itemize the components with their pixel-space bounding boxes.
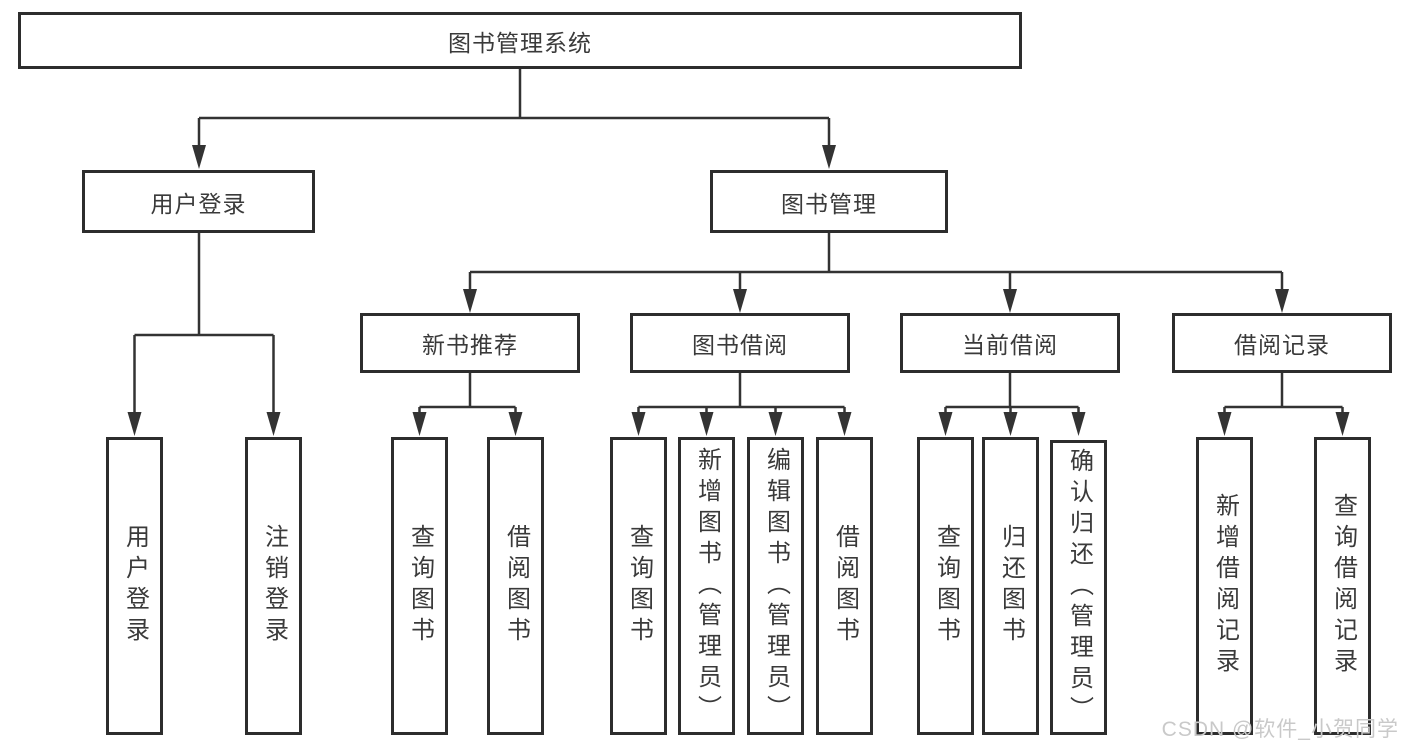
leaf-label: 查询借阅记录 xyxy=(1329,493,1357,679)
leaf-label: 确认归还（管理员） xyxy=(1065,448,1093,727)
leaf-query-borrow-record: 查询借阅记录 xyxy=(1314,437,1371,735)
leaf-query-book-recommend: 查询图书 xyxy=(391,437,448,735)
leaf-label: 编辑图书（管理员） xyxy=(762,446,790,726)
leaf-borrow-book-recommend: 借阅图书 xyxy=(487,437,544,735)
leaf-label: 查询图书 xyxy=(406,524,434,648)
leaf-user-login: 用户登录 xyxy=(106,437,163,735)
node-new-book-recommend: 新书推荐 xyxy=(360,313,580,373)
leaf-user-login-label: 用户登录 xyxy=(121,524,149,648)
leaf-add-borrow-record: 新增借阅记录 xyxy=(1196,437,1253,735)
leaf-add-book-admin: 新增图书（管理员） xyxy=(678,437,735,735)
leaf-label: 新增借阅记录 xyxy=(1211,493,1239,679)
leaf-label: 借阅图书 xyxy=(502,524,530,648)
leaf-query-book-current: 查询图书 xyxy=(917,437,974,735)
node-book-management: 图书管理 xyxy=(710,170,948,233)
leaf-return-book: 归还图书 xyxy=(982,437,1039,735)
node-current-borrow: 当前借阅 xyxy=(900,313,1120,373)
leaf-confirm-return-admin: 确认归还（管理员） xyxy=(1050,440,1107,735)
leaf-borrow-book: 借阅图书 xyxy=(816,437,873,735)
leaf-label: 查询图书 xyxy=(932,524,960,648)
csdn-watermark: CSDN @软件_小贺同学 xyxy=(1161,718,1399,741)
leaf-label: 新增图书（管理员） xyxy=(693,446,721,726)
leaf-label: 查询图书 xyxy=(625,524,653,648)
node-root: 图书管理系统 xyxy=(18,12,1022,69)
leaf-query-book-borrow: 查询图书 xyxy=(610,437,667,735)
leaf-label: 借阅图书 xyxy=(831,524,859,648)
leaf-logout: 注销登录 xyxy=(245,437,302,735)
node-borrow-records: 借阅记录 xyxy=(1172,313,1392,373)
node-user-login: 用户登录 xyxy=(82,170,315,233)
leaf-logout-label: 注销登录 xyxy=(260,524,288,648)
leaf-label: 归还图书 xyxy=(997,524,1025,648)
leaf-edit-book-admin: 编辑图书（管理员） xyxy=(747,437,804,735)
node-book-borrow: 图书借阅 xyxy=(630,313,850,373)
